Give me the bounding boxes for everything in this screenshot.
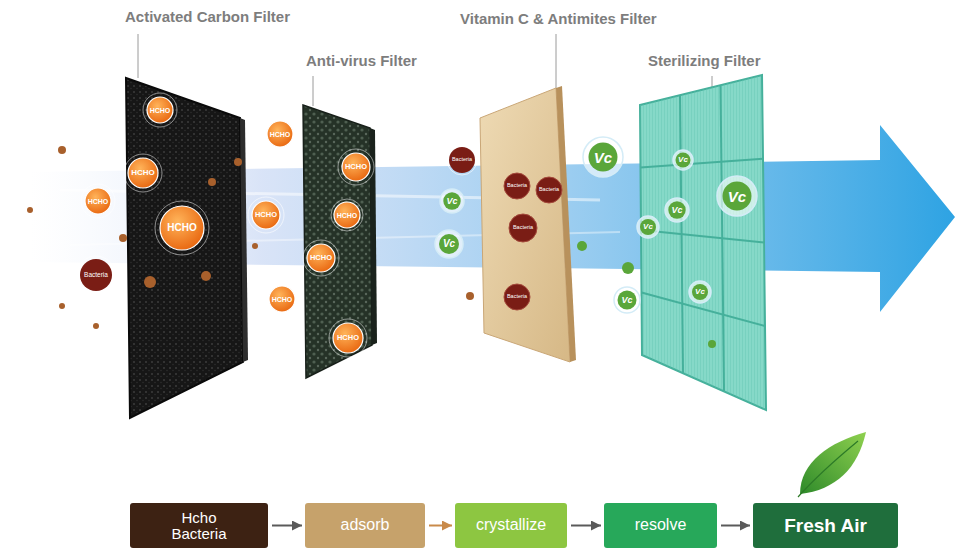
anti-virus-filter-panel [303, 105, 372, 378]
bacteria-label: Bacteria [84, 272, 108, 279]
flow-arrow [721, 525, 750, 527]
leader-line [712, 76, 713, 87]
panel-edge [240, 118, 248, 362]
hcho-label: HCHO [272, 296, 293, 303]
bacteria-label: Bacteria [507, 294, 527, 300]
hcho-label: HCHO [255, 211, 277, 219]
vitamin-c-label: Vc [621, 296, 632, 305]
bacteria-particles [77, 145, 562, 310]
flow-arrow [429, 525, 452, 527]
leader-line [138, 34, 139, 78]
hcho-label: HCHO [131, 169, 155, 177]
process-box: Fresh Air [753, 503, 898, 548]
vitamin-c-label: Vc [671, 206, 682, 215]
bacteria-label: Bacteria [513, 225, 533, 231]
hcho-label: HCHO [167, 223, 196, 233]
process-text: resolve [635, 517, 687, 534]
hcho-label: HCHO [337, 334, 359, 342]
flow-arrow [272, 525, 302, 527]
particle-dots [27, 146, 474, 329]
filter-label: Anti-virus Filter [306, 53, 417, 68]
process-box: Hcho Bacteria [130, 503, 268, 548]
carbon-filter-panel [126, 78, 243, 418]
leader-line [556, 34, 557, 88]
vitamin-c-label: Vc [695, 288, 705, 296]
leader-line [313, 76, 314, 106]
hcho-label: HCHO [150, 107, 171, 114]
hcho-label: HCHO [88, 198, 109, 205]
leaf-vein [798, 441, 858, 497]
bacteria-label: Bacteria [452, 157, 472, 163]
filter-label: Sterilizing Filter [648, 53, 761, 68]
vitamin-c-label: Vc [643, 223, 653, 231]
filter-label: Activated Carbon Filter [125, 9, 290, 24]
process-text: crystallize [476, 517, 546, 534]
bacteria-label: Bacteria [539, 187, 559, 193]
process-text: Fresh Air [784, 516, 867, 536]
vitamin-c-label: Vc [594, 150, 612, 165]
panel-edge [556, 86, 576, 362]
panel-edge [370, 128, 377, 345]
hcho-label: HCHO [337, 212, 358, 219]
process-box: crystallize [455, 503, 567, 548]
hcho-label: HCHO [310, 254, 332, 262]
vitamin-c-label: Vc [446, 197, 457, 206]
flow-arrow [571, 525, 601, 527]
filter-mesh [640, 75, 766, 410]
vitamin-c-filter-panel [480, 88, 570, 362]
hcho-label: HCHO [345, 163, 367, 171]
bacteria-label: Bacteria [507, 183, 527, 189]
filter-grid [641, 85, 766, 391]
vitamin-c-label: Vc [678, 156, 688, 164]
hcho-particles [81, 93, 374, 357]
vitamin-c-label: Vc [443, 239, 455, 249]
sterilizing-filter-panel [640, 75, 766, 410]
filter-label: Vitamin C & Antimites Filter [460, 11, 657, 26]
process-box: resolve [604, 503, 717, 548]
process-text: adsorb [341, 517, 390, 534]
process-text: Hcho Bacteria [167, 510, 231, 542]
vitamin-c-particles [435, 137, 757, 313]
hcho-label: HCHO [270, 131, 291, 138]
vitamin-c-label: Vc [728, 189, 746, 204]
vc-dots [577, 241, 716, 348]
process-box: adsorb [305, 503, 425, 548]
